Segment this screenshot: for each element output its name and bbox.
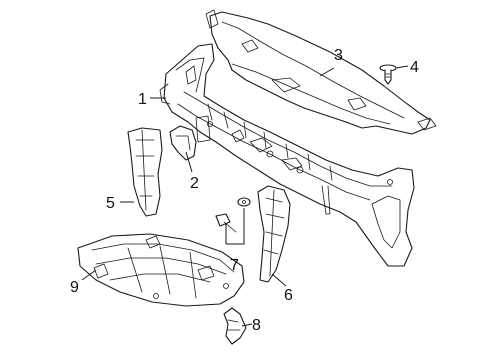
leader-2 <box>185 151 193 173</box>
callout-4: 4 <box>410 59 419 76</box>
part-8-clip <box>223 307 247 345</box>
callout-6: 6 <box>284 287 293 304</box>
callout-8: 8 <box>252 317 261 334</box>
part-9-splash-shield <box>77 233 245 307</box>
callout-labels: 1 2 3 4 5 6 7 8 9 <box>70 47 419 334</box>
callout-1: 1 <box>138 91 147 108</box>
leader-3 <box>319 67 335 77</box>
callout-5: 5 <box>106 195 115 212</box>
part-7-bolt-and-grommet <box>215 197 251 233</box>
leader-8 <box>241 323 253 327</box>
part-2-bracket <box>169 115 211 161</box>
callout-2: 2 <box>190 175 199 192</box>
part-3-upper-cover <box>205 9 437 135</box>
leader-4 <box>395 65 409 69</box>
part-1-radiator-support <box>159 43 415 267</box>
part-5-left-deflector <box>127 127 163 217</box>
leader-lines <box>81 65 409 327</box>
leader-6 <box>271 273 287 287</box>
part-4-push-pin <box>379 64 397 85</box>
callout-3: 3 <box>334 47 343 64</box>
leader-7 <box>225 208 245 245</box>
leader-9 <box>81 269 97 281</box>
callout-9: 9 <box>70 279 79 296</box>
callout-7: 7 <box>230 257 239 274</box>
part-6-right-deflector <box>257 185 291 283</box>
